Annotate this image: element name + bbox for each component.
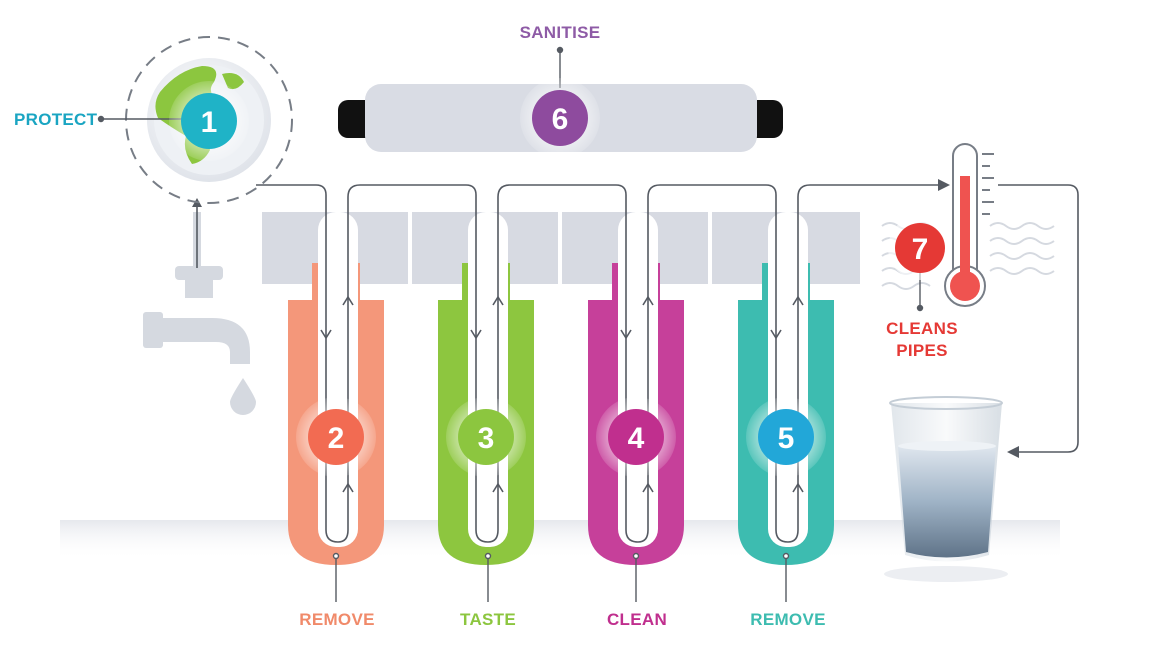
svg-text:2: 2: [328, 422, 345, 455]
stage-badge-1: 1: [169, 81, 249, 161]
label-pipes: PIPES: [896, 341, 948, 360]
stage-badge-4: 4: [596, 397, 676, 477]
flow-pipe: [256, 184, 945, 543]
svg-text:7: 7: [912, 233, 929, 266]
svg-text:4: 4: [628, 422, 645, 455]
label-protect: PROTECT: [14, 110, 98, 129]
flow-arrow-icon: [1007, 446, 1019, 458]
label-taste: TASTE: [460, 610, 516, 629]
flow-direction-arrows: [320, 295, 804, 493]
thermometer-icon: [944, 143, 994, 307]
flow-arrow-icon: [938, 179, 950, 191]
water-glass-icon: [884, 396, 1008, 582]
svg-text:1: 1: [201, 106, 218, 139]
label-clean: CLEAN: [607, 610, 667, 629]
label-remove-1: REMOVE: [299, 610, 374, 629]
water-drop-icon: [230, 378, 256, 415]
stage-badge-3: 3: [446, 397, 526, 477]
stage-badge-6: 6: [520, 78, 600, 158]
label-sanitise: SANITISE: [520, 23, 601, 42]
svg-text:3: 3: [478, 422, 495, 455]
stage-badge-7: 7: [888, 216, 952, 280]
floor-shadow: [60, 520, 1060, 560]
label-remove-2: REMOVE: [750, 610, 825, 629]
stage-badge-2: 2: [296, 397, 376, 477]
svg-text:5: 5: [778, 422, 795, 455]
label-cleans: CLEANS: [886, 319, 958, 338]
svg-text:6: 6: [552, 103, 569, 136]
stage-badge-5: 5: [746, 397, 826, 477]
outlet-pipe: [998, 184, 1079, 453]
